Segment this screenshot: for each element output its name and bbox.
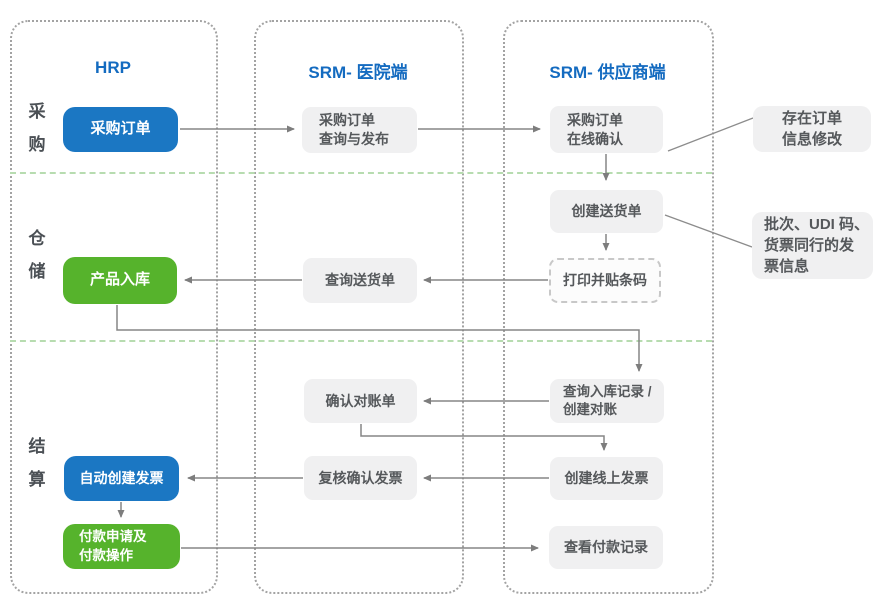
box-query-inbound-create-recon: 查询入库记录 / 创建对账 [550,379,664,423]
lane-hrp [10,20,218,594]
box-query-delivery-note: 查询送货单 [303,258,417,303]
lane-title-srm-hospital: SRM- 医院端 [308,63,408,82]
box-confirm-statement: 确认对账单 [304,379,417,423]
arrow-inbound-to-query-records [116,305,643,372]
box-po-query-publish-label: 采购订单 查询与发布 [319,112,389,147]
box-create-delivery-note: 创建送货单 [550,190,663,233]
box-create-online-invoice: 创建线上发票 [550,457,663,500]
box-purchase-order-label: 采购订单 [90,120,151,138]
line-to-note-batch-udi [664,214,753,248]
box-print-barcode: 打印并贴条码 [549,258,661,303]
phase-separator-warehouse-settlement [10,340,712,342]
box-po-online-confirm: 采购订单 在线确认 [550,106,663,153]
line-to-note-order-change [667,117,754,152]
box-auto-create-invoice: 自动创建发票 [64,456,179,501]
lane-title-hrp: HRP [95,58,131,77]
phase-label-warehouse: 仓储 [28,229,46,281]
box-create-online-invoice-label: 创建线上发票 [564,470,649,487]
box-view-payment-records-label: 查看付款记录 [564,539,648,556]
box-purchase-order: 采购订单 [63,107,178,152]
box-payment-request: 付款申请及 付款操作 [63,524,180,569]
phase-label-procurement: 采购 [28,102,46,154]
box-query-delivery-note-label: 查询送货单 [325,272,395,289]
box-print-barcode-label: 打印并贴条码 [563,272,647,289]
box-po-query-publish: 采购订单 查询与发布 [302,107,417,153]
note-order-info-change-label: 存在订单 信息修改 [781,110,842,148]
note-batch-udi-invoice-info: 批次、UDI 码、 货票同行的发 票信息 [752,212,873,279]
note-order-info-change: 存在订单 信息修改 [753,106,871,152]
lane-srm-hospital [254,20,464,594]
box-auto-create-invoice-label: 自动创建发票 [79,470,164,487]
phase-label-settlement: 结算 [28,437,46,489]
box-query-inbound-create-recon-label: 查询入库记录 / 创建对账 [563,383,652,417]
box-payment-request-label: 付款申请及 付款操作 [79,529,147,563]
lane-title-srm-supplier: SRM- 供应商端 [549,63,666,82]
box-view-payment-records: 查看付款记录 [549,526,663,569]
note-batch-udi-invoice-info-label: 批次、UDI 码、 货票同行的发 票信息 [764,216,870,275]
lane-srm-supplier [503,20,714,594]
box-create-delivery-note-label: 创建送货单 [571,203,642,220]
box-product-inbound: 产品入库 [63,257,177,304]
arrow-statement-to-online-invoice [360,424,608,451]
box-review-confirm-invoice-label: 复核确认发票 [318,469,403,486]
box-confirm-statement-label: 确认对账单 [325,392,396,409]
phase-separator-procurement-warehouse [10,172,712,174]
box-product-inbound-label: 产品入库 [89,271,150,289]
box-review-confirm-invoice: 复核确认发票 [304,456,417,500]
box-po-online-confirm-label: 采购订单 在线确认 [567,111,623,147]
